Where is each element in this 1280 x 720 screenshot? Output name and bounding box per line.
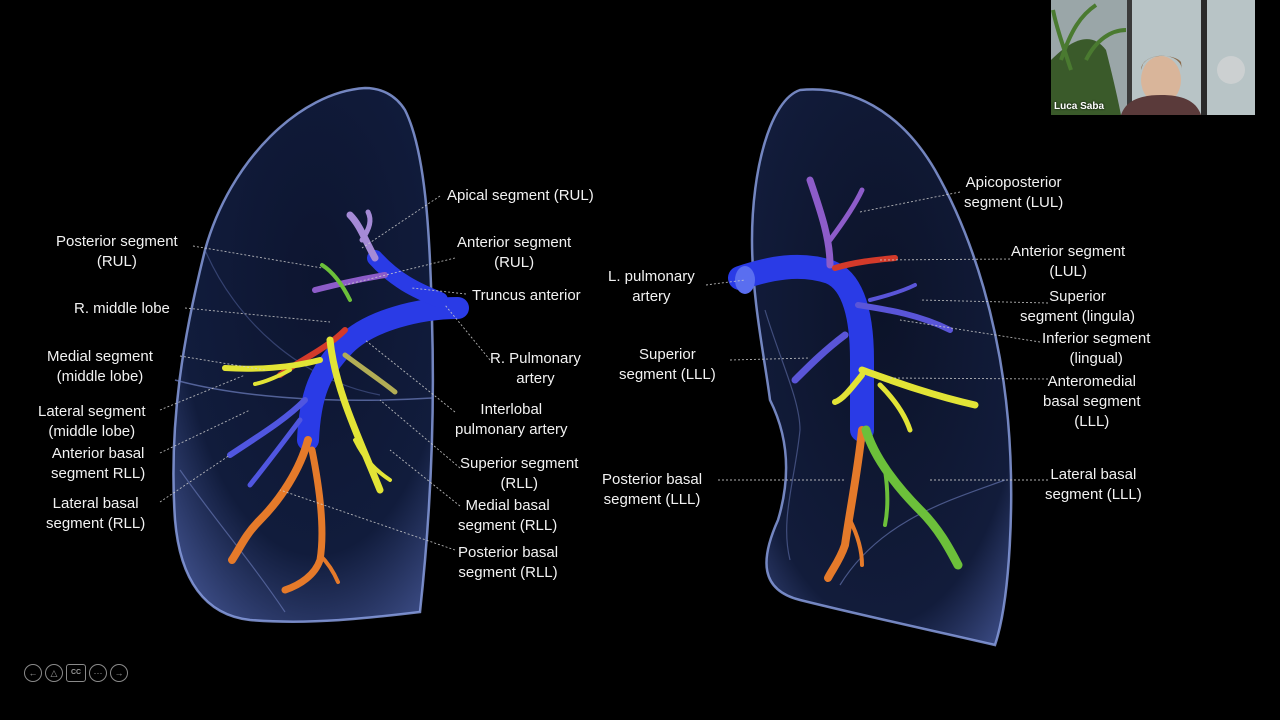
label-r-middle-lobe: R. middle lobe: [74, 300, 170, 317]
label-superior-segment-rll: Superior segment(RLL): [460, 455, 579, 492]
label-truncus-anterior: Truncus anterior: [472, 287, 581, 304]
right-lung: [172, 86, 435, 623]
label-lateral-segment-middle: Lateral segment(middle lobe): [38, 403, 146, 440]
prev-slide-button[interactable]: ←: [24, 664, 42, 682]
presenter-video-frame: [1051, 0, 1255, 115]
label-apical-segment-rul: Apical segment (RUL): [447, 187, 594, 204]
more-icon: ···: [93, 668, 103, 678]
presenter-video[interactable]: Luca Saba: [1051, 0, 1255, 115]
pen-icon: △: [50, 668, 58, 678]
leader-lines: [159, 191, 1049, 551]
label-anterior-segment-lul: Anterior segment(LUL): [1011, 243, 1126, 280]
left-lung: [750, 88, 1013, 647]
arrow-right-icon: →: [114, 668, 124, 678]
slide-controls: ← △ CC ··· →: [24, 664, 128, 684]
more-options-button[interactable]: ···: [89, 664, 107, 682]
right-pulmonary-vessels: [222, 209, 469, 594]
presenter-name: Luca Saba: [1054, 101, 1105, 112]
label-inferior-lingual: Inferior segment(lingual): [1042, 330, 1151, 367]
label-anterior-segment-rul: Anterior segment(RUL): [457, 234, 572, 271]
label-medial-segment-middle: Medial segment(middle lobe): [47, 348, 153, 385]
label-posterior-segment-rul: Posterior segment(RUL): [56, 233, 178, 270]
pen-button[interactable]: △: [45, 664, 63, 682]
cc-icon: CC: [70, 669, 82, 676]
left-pulmonary-vessels: [728, 176, 979, 582]
captions-button[interactable]: CC: [66, 664, 86, 682]
next-slide-button[interactable]: →: [110, 664, 128, 682]
arrow-left-icon: ←: [28, 668, 38, 678]
